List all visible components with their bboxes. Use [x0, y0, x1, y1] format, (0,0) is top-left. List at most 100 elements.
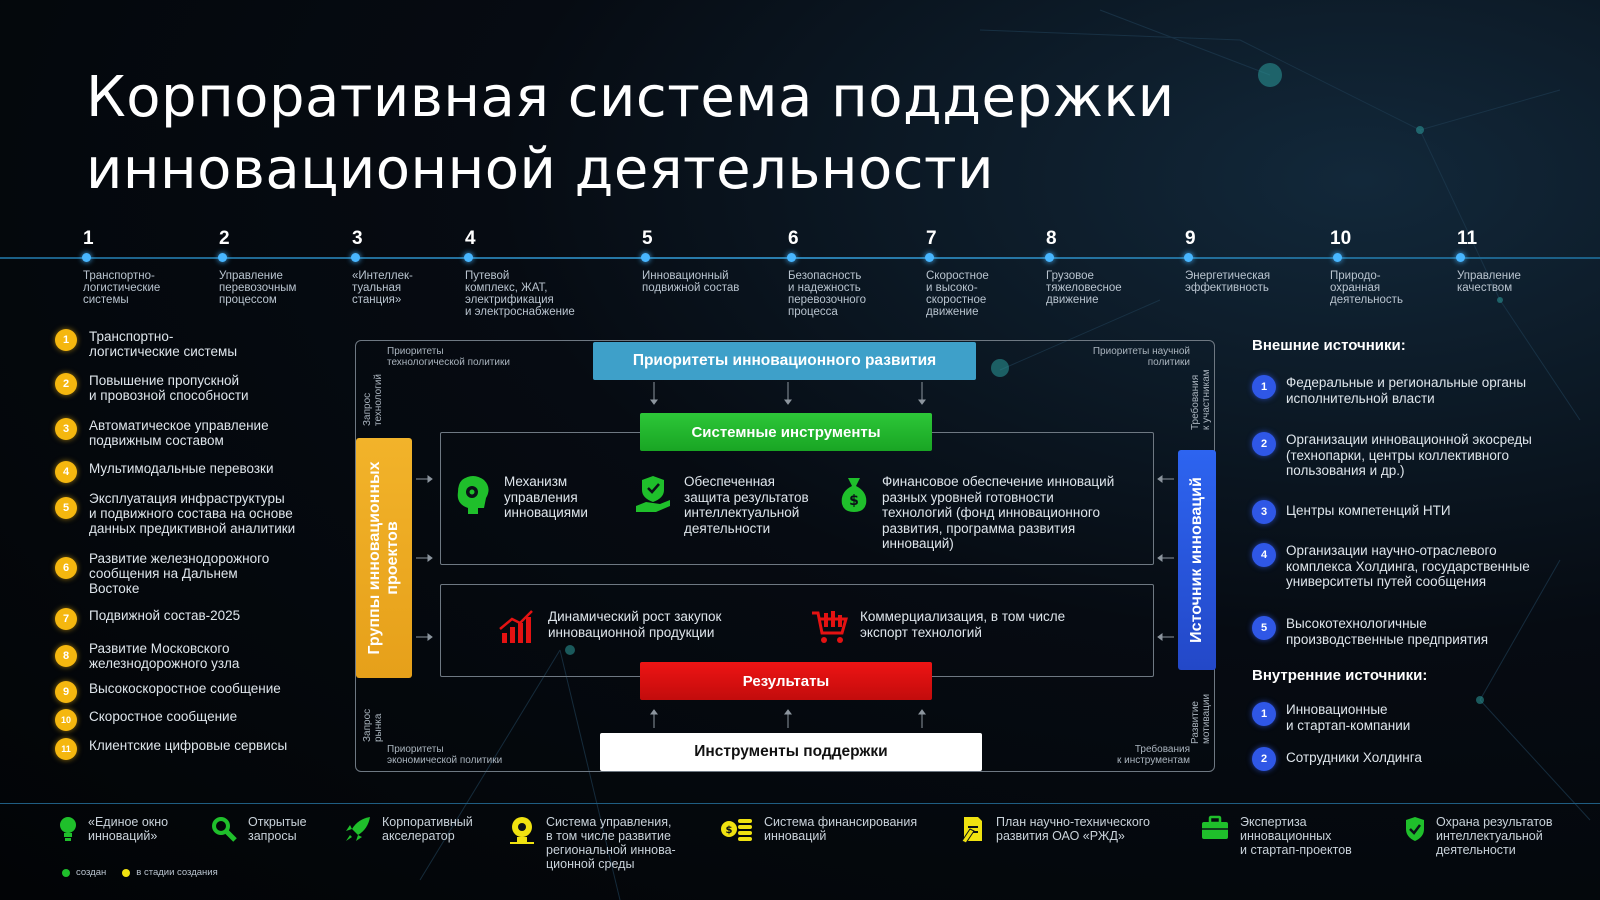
- shield-hand-icon: [636, 476, 670, 512]
- instrument-label: План научно-технического развития ОАО «Р…: [996, 815, 1151, 843]
- source-item: 3 Центры компетенций НТИ: [1252, 500, 1582, 524]
- project-group-label: Эксплуатация инфраструктуры и подвижного…: [89, 491, 296, 536]
- coins-icon: $: [721, 819, 752, 841]
- legend-dot-created: [62, 868, 70, 877]
- project-group-label: Повышение пропускной и провозной способн…: [89, 373, 249, 403]
- shield-check-icon: [1406, 817, 1424, 841]
- number-badge: 3: [55, 418, 77, 440]
- instrument-item: Открытые запросы: [210, 815, 307, 843]
- timeline-label: Транспортно- логистические системы: [83, 270, 161, 306]
- instrument-item: $ Система финансирования инноваций: [720, 815, 917, 843]
- tool-item-financing: $ Финансовое обеспечение инноваций разны…: [838, 474, 1114, 552]
- project-group-label: Мультимодальные перевозки: [89, 461, 274, 476]
- legend-label-created: создан: [76, 867, 107, 878]
- source-label: Высокотехнологичные производственные пре…: [1286, 616, 1489, 647]
- corner-label-tech-policy: Приоритеты технологической политики: [387, 346, 510, 368]
- source-label: Федеральные и региональные органы исполн…: [1286, 375, 1527, 406]
- timeline-dot: [1456, 253, 1465, 262]
- project-group-label: Развитие Московского железнодорожного уз…: [89, 641, 240, 671]
- instrument-item: Экспертиза инновационных и стартап-проек…: [1200, 815, 1352, 857]
- bottom-divider: [0, 803, 1600, 804]
- number-badge: 1: [1252, 375, 1276, 399]
- number-badge: 2: [1252, 747, 1276, 771]
- timeline-number: 10: [1330, 228, 1352, 249]
- number-badge: 5: [55, 497, 77, 519]
- project-groups-column: Группы инновационных проектов: [356, 438, 412, 678]
- source-item: 5 Высокотехнологичные производственные пр…: [1252, 616, 1582, 647]
- project-group-item: 4 Мультимодальные перевозки: [55, 461, 345, 483]
- timeline-label: Инновационный подвижной состав: [642, 270, 740, 294]
- briefcase-icon: [1202, 815, 1228, 839]
- timeline-label: Управление перевозочным процессом: [219, 270, 297, 306]
- number-badge: 4: [1252, 543, 1276, 567]
- source-label: Организации научно-отраслевого комплекса…: [1286, 543, 1530, 589]
- tool-label: Коммерциализация, в том числе экспорт те…: [860, 609, 1066, 640]
- timeline-label: Безопасность и надежность перевозочного …: [788, 270, 867, 318]
- support-tools-bar: Инструменты поддержки: [600, 733, 982, 771]
- timeline-dot: [1333, 253, 1342, 262]
- number-badge: 4: [55, 461, 77, 483]
- tool-label: Обеспеченная защита результатов интеллек…: [684, 474, 809, 536]
- timeline-label: Грузовое тяжеловесное движение: [1046, 270, 1122, 306]
- project-group-label: Транспортно- логистические системы: [89, 329, 238, 359]
- lightbulb-icon: [60, 817, 76, 841]
- number-badge: 3: [1252, 500, 1276, 524]
- project-group-item: 5 Эксплуатация инфраструктуры и подвижног…: [55, 491, 345, 536]
- legend-dot-in-progress: [122, 868, 131, 877]
- timeline-dot: [464, 253, 473, 262]
- number-badge: 8: [55, 645, 77, 667]
- timeline-number: 7: [926, 228, 937, 249]
- legend-label-in-progress: в стадии создания: [136, 867, 218, 878]
- growth-chart-icon: [499, 610, 533, 643]
- timeline-number: 3: [352, 228, 363, 249]
- timeline-label: «Интеллек- туальная станция»: [352, 270, 413, 306]
- instrument-label: Система финансирования инноваций: [764, 815, 918, 843]
- tool-item-management: Механизм управления инновациями: [454, 474, 588, 521]
- page-title: Корпоративная система поддержки инноваци…: [86, 65, 1175, 202]
- timeline-number: 1: [83, 228, 94, 249]
- number-badge: 9: [55, 681, 77, 703]
- timeline-number: 6: [788, 228, 799, 249]
- instrument-label: Экспертиза инновационных и стартап-проек…: [1240, 815, 1352, 857]
- source-label: Центры компетенций НТИ: [1286, 503, 1451, 518]
- tool-item-commercialization: Коммерциализация, в том числе экспорт те…: [810, 609, 1065, 645]
- timeline-label: Скоростное и высоко- скоростное движение: [926, 270, 989, 318]
- timeline-label: Управление качеством: [1457, 270, 1521, 294]
- timeline-label: Энергетическая эффективность: [1185, 270, 1271, 294]
- rocket-icon: [346, 817, 370, 841]
- shopping-cart-icon: [812, 611, 848, 643]
- number-badge: 6: [55, 557, 77, 579]
- timeline-dot: [787, 253, 796, 262]
- number-badge: 5: [1252, 616, 1276, 640]
- instrument-item: Корпоративный акселератор: [344, 815, 473, 843]
- timeline-item-3: 3 «Интеллек- туальная станция»: [351, 228, 512, 306]
- money-bag-icon: $: [841, 478, 867, 512]
- number-badge: 1: [1252, 702, 1276, 726]
- project-group-label: Скоростное сообщение: [89, 709, 238, 724]
- project-group-label: Подвижной состав-2025: [89, 608, 241, 623]
- system-tools-bar: Системные инструменты: [640, 413, 932, 451]
- svg-text:$: $: [726, 825, 733, 836]
- instrument-item: Охрана результатов интеллектуальной деят…: [1404, 815, 1553, 857]
- innovation-source-column: Источник инноваций: [1178, 450, 1216, 670]
- instrument-label: Система управления, в том числе развитие…: [546, 815, 676, 871]
- svg-text:$: $: [849, 493, 859, 509]
- timeline-label: Путевой комплекс, ЖАТ, электрификация и …: [465, 270, 575, 318]
- tool-item-procurement: Динамический рост закупок инновационной …: [498, 609, 721, 645]
- project-group-label: Клиентские цифровые сервисы: [89, 738, 288, 753]
- timeline-dot: [641, 253, 650, 262]
